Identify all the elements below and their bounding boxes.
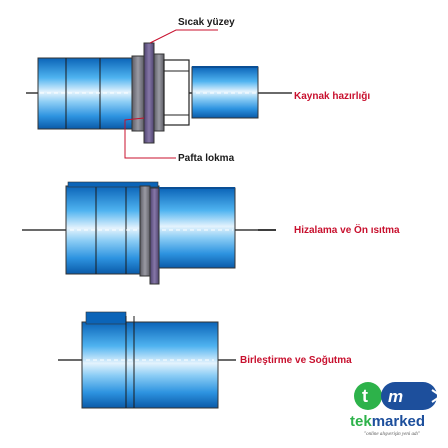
joined-pipe: [81, 321, 219, 409]
stage-alignment-preheating: [22, 181, 276, 285]
logo-arrow-icon: [431, 389, 443, 403]
die-insert-leader: [124, 117, 176, 159]
pipe-clamp-band: [85, 311, 127, 325]
logo-m-glyph: m: [388, 387, 403, 406]
logo-brand-name: tekmarked: [350, 414, 425, 430]
logo-brand-part1: tek: [350, 413, 372, 430]
right-clamp: [153, 53, 165, 132]
label-welding-preparation: Kaynak hazırlığı: [294, 91, 371, 102]
hot-surface-leader: [149, 29, 218, 44]
logo-t-glyph: t: [362, 386, 368, 406]
heater-plate: [149, 187, 160, 285]
left-clamp: [131, 55, 145, 132]
heater-plate: [143, 42, 155, 144]
left-clamp: [139, 185, 151, 277]
stage-welding-preparation: [26, 29, 292, 159]
right-pipe: [158, 187, 236, 269]
label-alignment-preheating: Hizalama ve Ön ısıtma: [294, 225, 400, 236]
pipe-clamp-band: [67, 181, 159, 188]
label-joining-cooling: Birleştirme ve Soğutma: [240, 355, 352, 366]
stage-joining-cooling: [58, 311, 236, 409]
label-hot-surface: Sıcak yüzey: [178, 17, 235, 28]
label-die-insert: Pafta lokma: [178, 153, 235, 164]
logo-brand-part2: marked: [371, 413, 426, 430]
logo-blue-pill: [381, 382, 437, 410]
logo-green-circle: [354, 382, 382, 410]
logo-slogan: "online alışverişin yeni adı": [364, 432, 420, 437]
tekmarked-logo: t m: [354, 382, 443, 410]
